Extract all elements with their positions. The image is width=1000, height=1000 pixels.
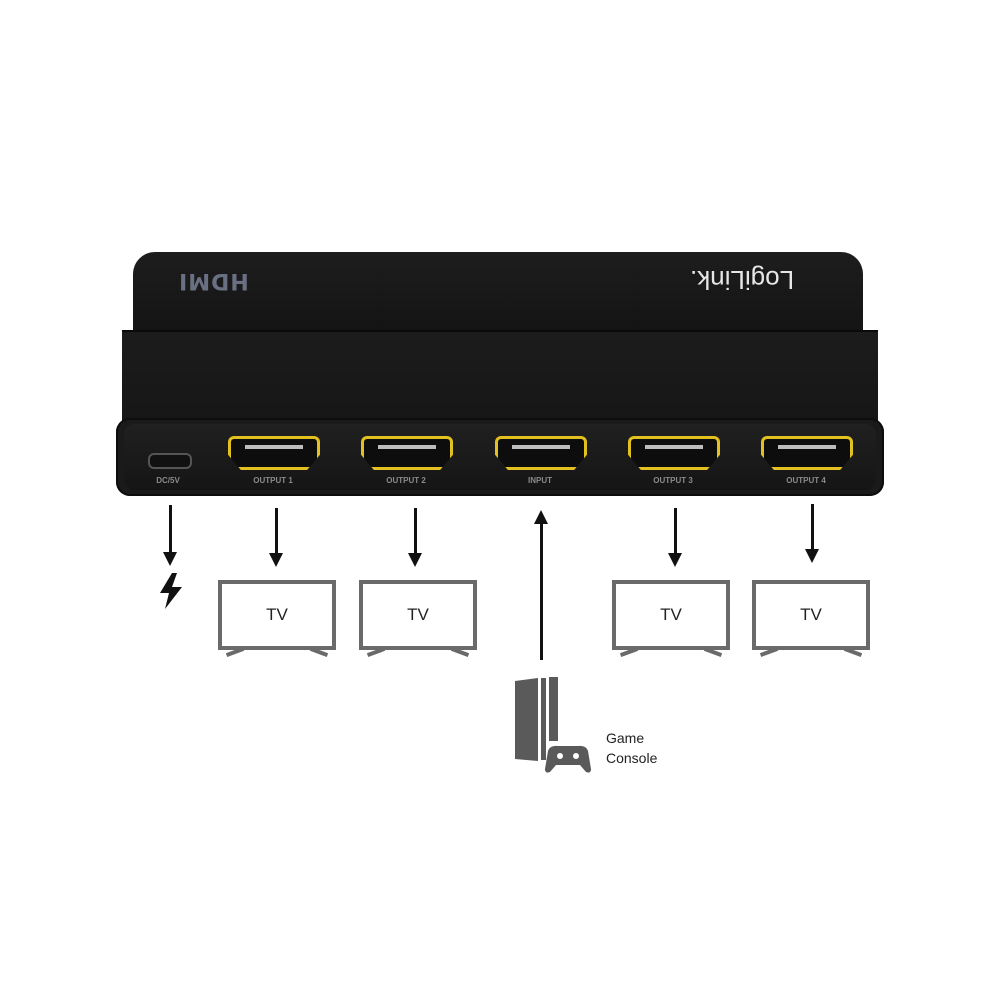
hdmi-port-output-2 [361,436,453,470]
tv-label: TV [266,605,288,624]
splitter-top [133,252,863,332]
port-label-dc: DC/5V [156,476,180,485]
arrow-head-icon [805,549,819,563]
tv-3: TV [612,580,730,650]
arrow-output-1 [275,508,278,556]
arrow-head-icon [408,553,422,567]
port-label-output-1: OUTPUT 1 [253,476,293,485]
tv-label: TV [800,605,822,624]
port-label-output-4: OUTPUT 4 [786,476,826,485]
arrow-output-2 [414,508,417,556]
tv-2: TV [359,580,477,650]
arrow-head-icon [534,510,548,524]
logilink-logo: LogiLink. [690,265,795,295]
hdmi-port-output-3 [628,436,720,470]
port-label-input: INPUT [528,476,552,485]
arrow-head-icon [269,553,283,567]
game-console-label-line2: Console [606,750,658,766]
arrow-power [169,505,172,555]
game-console-label: Game Console [606,728,657,768]
game-console-label-line1: Game [606,730,645,746]
tv-label: TV [407,605,429,624]
hdmi-port-output-4 [761,436,853,470]
arrow-head-icon [668,553,682,567]
arrow-input [540,522,543,660]
splitter-body [122,330,878,424]
tv-label: TV [660,605,682,624]
arrow-output-4 [811,504,814,552]
tv-1: TV [218,580,336,650]
arrow-output-3 [674,508,677,556]
hdmi-logo: HDMI [178,268,249,293]
hdmi-port-input [495,436,587,470]
lightning-icon [160,573,182,609]
dc-power-port [148,453,192,469]
port-label-output-2: OUTPUT 2 [386,476,426,485]
port-label-output-3: OUTPUT 3 [653,476,693,485]
hdmi-port-output-1 [228,436,320,470]
tv-4: TV [752,580,870,650]
game-console-icon [515,677,591,773]
arrow-head-icon [163,552,177,566]
